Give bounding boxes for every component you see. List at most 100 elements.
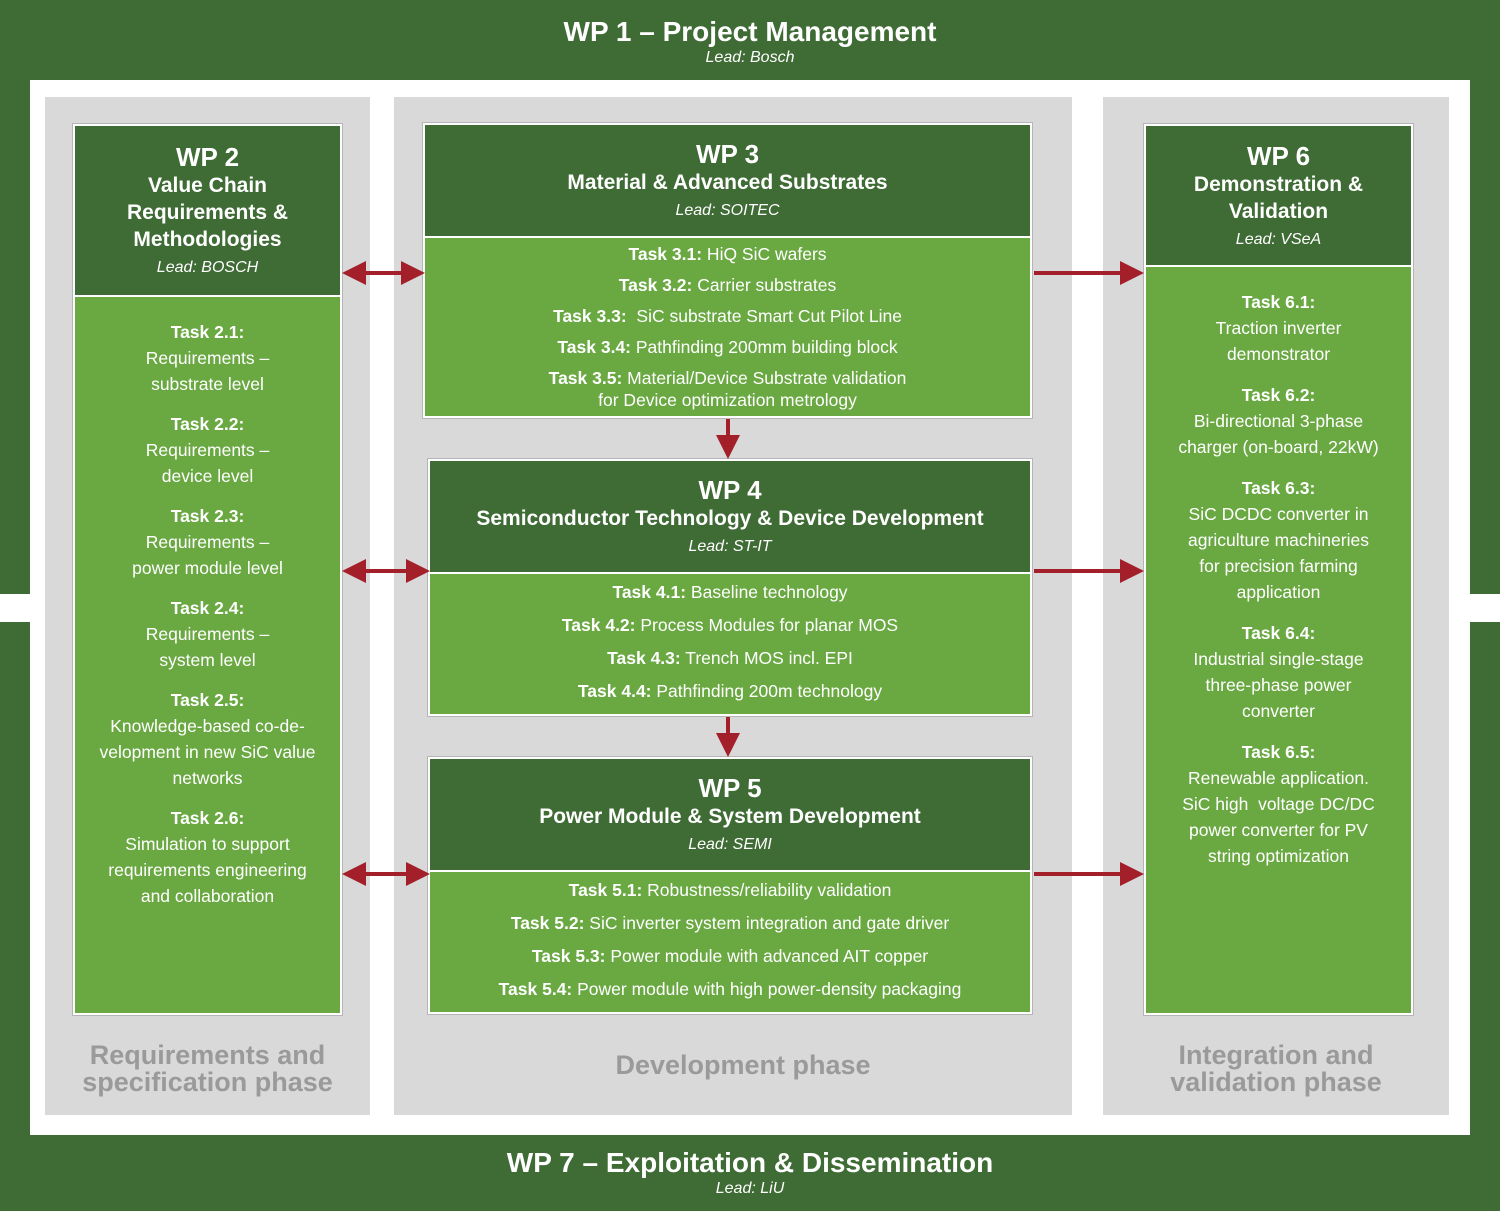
phase-label-line: Integration and — [1178, 1040, 1374, 1070]
wp4-task: Task 4.2: Process Modules for planar MOS — [430, 614, 1030, 636]
wp7-frame-right — [1470, 622, 1500, 1211]
wp5-task: Task 5.1: Robustness/reliability validat… — [430, 879, 1030, 901]
task-label: Task 4.3: — [607, 648, 681, 668]
task-label: Task 2.4: — [170, 598, 245, 618]
task-text: Trench MOS incl. EPI — [680, 648, 853, 668]
wp6-name-line: Validation — [1228, 199, 1329, 223]
task-line: Requirements – — [145, 348, 270, 368]
task-line: power converter for PV — [1189, 820, 1368, 840]
wp6-number: WP 6 — [1246, 140, 1311, 171]
task-label: Task 5.2: — [510, 913, 585, 933]
wp6-header: WP 6 Demonstration & Validation Lead: VS… — [1146, 126, 1411, 267]
wp1-lead: Lead: Bosch — [705, 49, 795, 66]
task-label: Task 5.4: — [498, 979, 573, 999]
task-label: Task 3.5: — [548, 368, 623, 388]
task-label: Task 3.3: — [553, 306, 627, 326]
task-line: Requirements – — [145, 532, 270, 552]
wp3-lead: Lead: SOITEC — [675, 202, 780, 219]
wp5-task-list: Task 5.1: Robustness/reliability validat… — [430, 872, 1030, 1012]
wp5-lead: Lead: SEMI — [688, 836, 772, 853]
wp7-frame-left — [0, 622, 30, 1211]
task-line: device level — [161, 466, 254, 486]
phase-label-line: specification phase — [82, 1067, 333, 1097]
wp5-task: Task 5.4: Power module with high power-d… — [430, 978, 1030, 1000]
task-label: Task 6.5: — [1241, 742, 1316, 762]
task-line: agriculture machineries — [1188, 530, 1369, 550]
task-line: charger (on-board, 22kW) — [1178, 437, 1379, 457]
task-text: SiC substrate Smart Cut Pilot Line — [626, 306, 902, 326]
wp6-task: Task 6.1: Traction inverter demonstrator — [1146, 289, 1411, 367]
task-label: Task 3.1: — [628, 244, 703, 264]
wp2-task: Task 2.2: Requirements – device level — [75, 411, 340, 489]
wp3-task: Task 3.5: Material/Device Substrate vali… — [425, 367, 1030, 389]
task-text: Material/Device Substrate validation — [622, 368, 907, 388]
task-line: Bi-directional 3-phase — [1193, 411, 1364, 431]
task-line: Requirements – — [145, 624, 270, 644]
wp1-title: WP 1 – Project Management — [563, 16, 937, 47]
task-line: Renewable application. — [1188, 768, 1369, 788]
wp2-number: WP 2 — [175, 142, 240, 172]
wp5-number: WP 5 — [698, 773, 762, 803]
wp6-task-list: Task 6.1: Traction inverter demonstrator… — [1146, 267, 1411, 1013]
wp2-task: Task 2.1: Requirements – substrate level — [75, 319, 340, 397]
task-line: Knowledge-based co-de- — [110, 716, 305, 736]
task-line: application — [1236, 582, 1321, 602]
wp6-box: WP 6 Demonstration & Validation Lead: VS… — [1144, 124, 1413, 1015]
wp4-task: Task 4.1: Baseline technology — [430, 581, 1030, 603]
wp2-name-line: Value Chain — [147, 174, 268, 197]
task-label: Task 6.1: — [1241, 292, 1316, 312]
task-label: Task 3.2: — [618, 275, 693, 295]
wp2-task-list: Task 2.1: Requirements – substrate level… — [75, 297, 340, 1013]
task-label: Task 4.2: — [561, 615, 636, 635]
task-text: Pathfinding 200m technology — [651, 681, 883, 701]
phase-label-line: Requirements and — [89, 1040, 326, 1070]
task-line: power module level — [132, 558, 283, 578]
wp2-name-line: Methodologies — [133, 228, 282, 251]
wp2-task: Task 2.3: Requirements – power module le… — [75, 503, 340, 581]
wp3-task: Task 3.2: Carrier substrates — [425, 274, 1030, 296]
wp7-title-block: WP 7 – Exploitation & Dissemination Lead… — [0, 1147, 1500, 1199]
task-line: substrate level — [151, 374, 264, 394]
wp2-name-line: Requirements & — [126, 201, 289, 224]
wp2-header: WP 2 Value Chain Requirements & Methodol… — [75, 126, 340, 297]
task-line: system level — [159, 650, 256, 670]
task-line: Simulation to support — [125, 834, 290, 854]
integration-phase-label: Integration and validation phase — [1103, 1042, 1449, 1096]
task-line: Industrial single-stage — [1193, 649, 1364, 669]
wp4-box: WP 4 Semiconductor Technology & Device D… — [428, 459, 1032, 716]
wp3-task: Task 3.1: HiQ SiC wafers — [425, 243, 1030, 265]
wp3-task-list: Task 3.1: HiQ SiC wafers Task 3.2: Carri… — [425, 238, 1030, 416]
wp6-task: Task 6.4: Industrial single-stage three-… — [1146, 620, 1411, 724]
task-label: Task 2.5: — [170, 690, 245, 710]
wp4-number: WP 4 — [698, 475, 762, 505]
wp3-number: WP 3 — [695, 139, 760, 169]
task-line: converter — [1242, 701, 1315, 721]
wp5-header: WP 5 Power Module & System Development L… — [430, 759, 1030, 872]
wp3-header: WP 3 Material & Advanced Substrates Lead… — [425, 125, 1030, 238]
task-text: Process Modules for planar MOS — [635, 615, 899, 635]
wp2-task: Task 2.5: Knowledge-based co-de- velopme… — [75, 687, 340, 791]
task-label: Task 2.1: — [170, 322, 245, 342]
requirements-phase-label: Requirements and specification phase — [45, 1042, 370, 1096]
wp7-title: WP 7 – Exploitation & Dissemination — [506, 1147, 994, 1178]
wp4-lead: Lead: ST-IT — [688, 538, 772, 555]
task-line: string optimization — [1207, 846, 1350, 866]
task-text: Carrier substrates — [692, 275, 837, 295]
wp6-lead: Lead: VSeA — [1235, 230, 1322, 248]
wp5-task: Task 5.3: Power module with advanced AIT… — [430, 945, 1030, 967]
task-line: demonstrator — [1226, 344, 1331, 364]
wp5-task: Task 5.2: SiC inverter system integratio… — [430, 912, 1030, 934]
task-label: Task 3.4: — [557, 337, 632, 357]
task-label: Task 4.1: — [612, 582, 687, 602]
task-label: Task 2.2: — [170, 414, 245, 434]
task-label: Task 4.4: — [577, 681, 652, 701]
task-label: Task 5.1: — [568, 880, 643, 900]
wp3-task: Task 3.4: Pathfinding 200mm building blo… — [425, 336, 1030, 358]
task-label: Task 5.3: — [531, 946, 606, 966]
task-line: and collaboration — [140, 886, 275, 906]
task-text: SiC inverter system integration and gate… — [584, 913, 950, 933]
wp2-task: Task 2.6: Simulation to support requirem… — [75, 805, 340, 909]
wp1-frame-left — [0, 0, 30, 594]
wp6-name-line: Demonstration & — [1193, 172, 1364, 196]
